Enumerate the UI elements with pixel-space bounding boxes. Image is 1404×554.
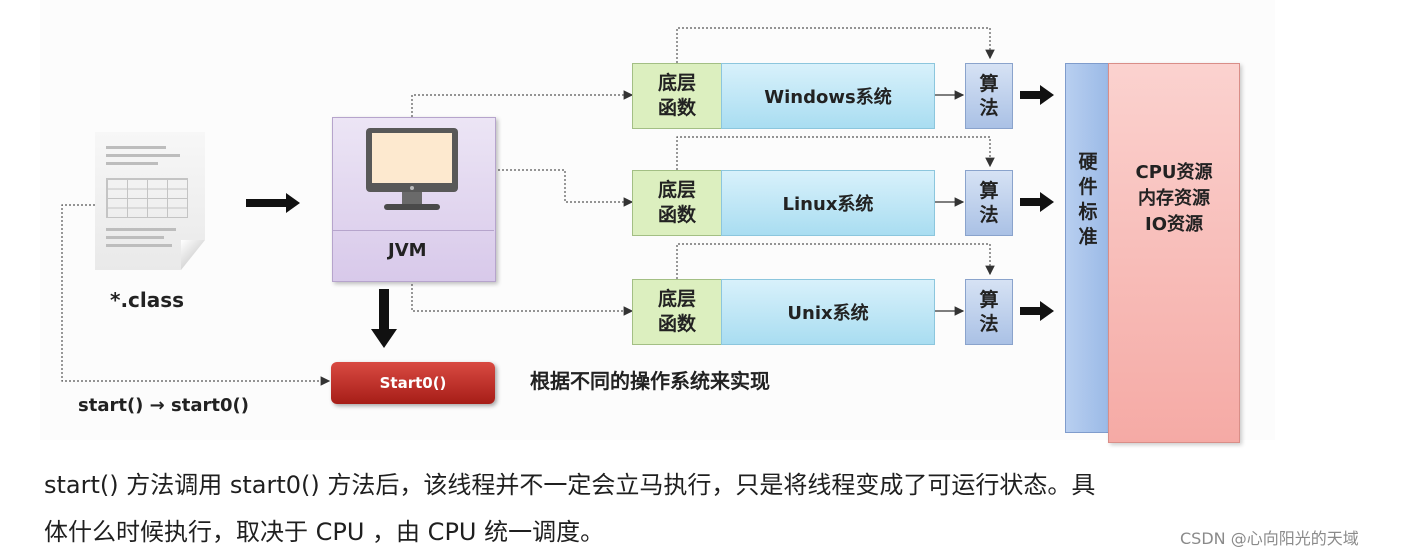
connector-jvm-linux [494,169,634,207]
algorithm-box-unix: 算 法 [965,279,1013,345]
watermark: CSDN @心向阳光的天域 [1180,529,1359,548]
os-box-unix: Unix系统 [721,279,935,345]
caption-line-1: start() 方法调用 start0() 方法后，该线程并不一定会立马执行，只… [44,471,1096,499]
underlying-function-box-linux: 底层 函数 [632,170,722,236]
bold-arrow-jvm-to-start0 [371,289,397,348]
jvm-label: JVM [388,240,427,261]
resource-io: IO资源 [1145,214,1203,235]
start-call-label: start() → start0() [78,395,249,416]
connector-loop-unix [676,243,995,279]
connector-loop-linux [676,136,995,170]
underlying-function-box-windows: 底层 函数 [632,63,722,129]
monitor-icon [366,128,458,210]
class-file-label: *.class [110,288,185,312]
os-box-linux: Linux系统 [721,170,935,236]
bold-arrow-algo1-to-hardware [1020,85,1054,105]
bold-arrow-class-to-jvm [246,193,300,213]
connector-loop-windows [676,27,995,63]
os-box-windows: Windows系统 [721,63,935,129]
underlying-function-box-unix: 底层 函数 [632,279,722,345]
os-implementation-note: 根据不同的操作系统来实现 [530,369,770,393]
connector-start-to-start0 [61,204,331,386]
class-file-table [106,178,188,218]
caption-line-2: 体什么时候执行，取决于 CPU ，由 CPU 统一调度。 [44,518,605,546]
algorithm-box-windows: 算 法 [965,63,1013,129]
algorithm-box-linux: 算 法 [965,170,1013,236]
resources-box: CPU资源 内存资源 IO资源 [1108,63,1240,443]
connector-jvm-windows [411,90,634,117]
bold-arrow-algo2-to-hardware [1020,192,1054,212]
start0-button[interactable]: Start0() [331,362,495,404]
connector-jvm-unix [411,280,634,316]
hardware-standard-box: 硬 件 标 准 [1065,63,1111,433]
bold-arrow-algo3-to-hardware [1020,301,1054,321]
resource-cpu: CPU资源 [1135,162,1213,183]
resource-memory: 内存资源 [1138,188,1210,209]
